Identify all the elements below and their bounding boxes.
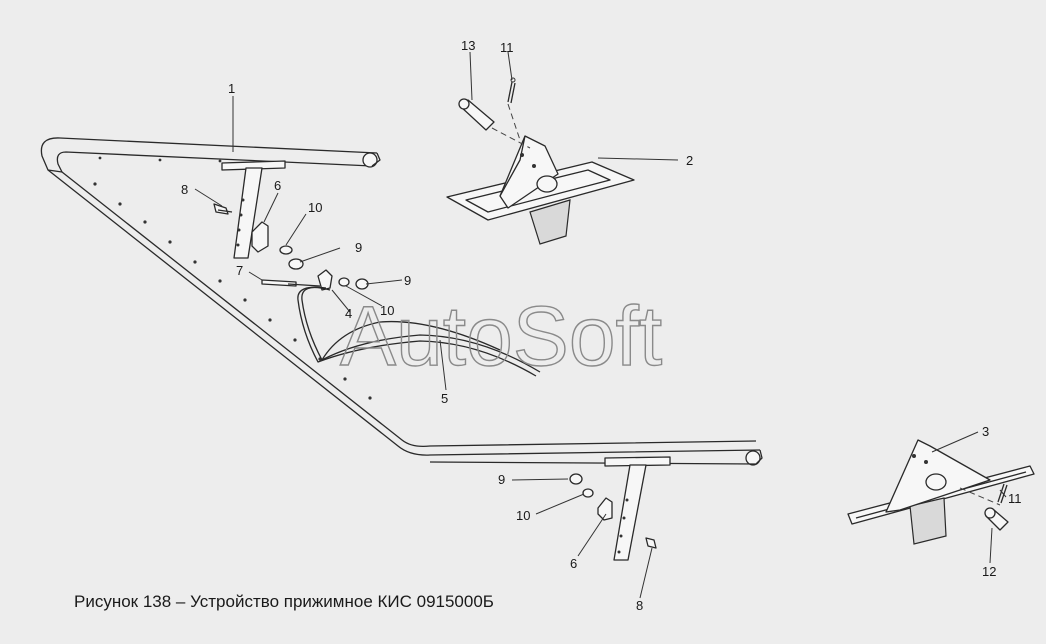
upper-frame-bracket <box>221 160 286 259</box>
callout-numbers: 1 6 8 10 9 7 9 10 4 5 2 13 11 3 11 12 9 … <box>181 38 1022 613</box>
bracket-assembly-part-2 <box>446 77 635 245</box>
callout-5: 5 <box>441 391 448 406</box>
watermark-text: AutoSoft <box>340 289 662 383</box>
callout-1: 1 <box>228 81 235 96</box>
callout-9-middle: 9 <box>404 273 411 288</box>
callout-3: 3 <box>982 424 989 439</box>
callout-6-lower: 6 <box>570 556 577 571</box>
callout-13: 13 <box>461 38 475 53</box>
callout-12: 12 <box>982 564 996 579</box>
hardware-lower <box>569 473 657 549</box>
bracket-assembly-part-3 <box>847 439 1035 545</box>
frame-holes <box>93 156 372 400</box>
callout-10-upper: 10 <box>308 200 322 215</box>
callout-10-middle: 10 <box>380 303 394 318</box>
figure-caption: Рисунок 138 – Устройство прижимное КИС 0… <box>74 592 494 611</box>
hardware-upper <box>213 203 369 291</box>
callout-11-upper: 11 <box>500 40 514 55</box>
leader-lines <box>194 51 1007 599</box>
callout-8-upper: 8 <box>181 182 188 197</box>
callout-4: 4 <box>345 306 352 321</box>
callout-11-lower: 11 <box>1008 491 1022 506</box>
callout-2: 2 <box>686 153 693 168</box>
spring-rod-part-5 <box>297 286 541 377</box>
callout-9-upper: 9 <box>355 240 362 255</box>
callout-10-lower: 10 <box>516 508 530 523</box>
lower-frame-bracket <box>604 456 671 561</box>
frame-part-1 <box>40 137 763 466</box>
callout-7: 7 <box>236 263 243 278</box>
callout-8-lower: 8 <box>636 598 643 613</box>
callout-9-lower: 9 <box>498 472 505 487</box>
callout-6-upper: 6 <box>274 178 281 193</box>
